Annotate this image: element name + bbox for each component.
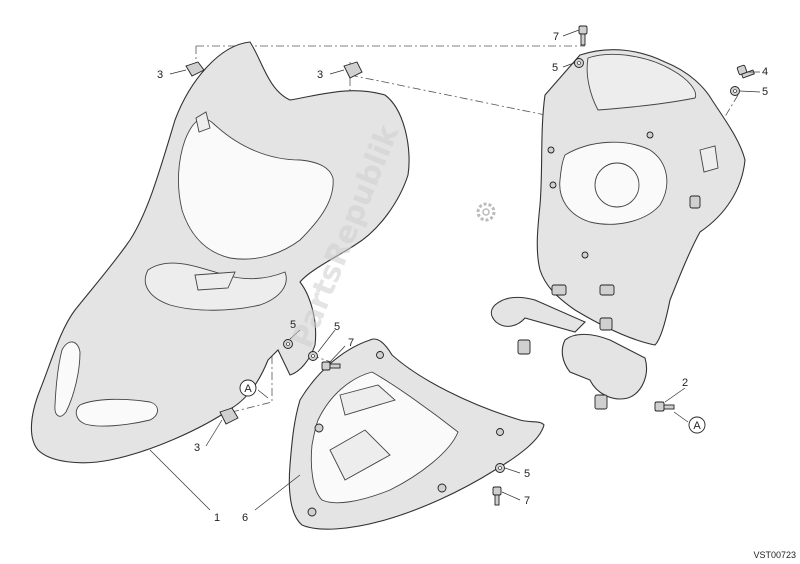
leader-5b bbox=[739, 90, 761, 93]
leader-7b bbox=[329, 345, 346, 363]
leader-5c bbox=[289, 329, 301, 340]
callout-1: 1 bbox=[214, 512, 220, 524]
leader-3b bbox=[329, 69, 345, 75]
washer-5-bottom bbox=[495, 463, 505, 473]
screw-7-bottom bbox=[492, 486, 502, 506]
leader-5e-top bbox=[317, 329, 336, 353]
callout-5-right: 5 bbox=[762, 86, 768, 98]
leader-2 bbox=[664, 387, 686, 403]
ref-a-left-circle bbox=[239, 379, 257, 397]
washer-5-right bbox=[730, 86, 740, 96]
leader-3a bbox=[169, 69, 187, 75]
leader-3c bbox=[205, 419, 223, 447]
gear-icon bbox=[476, 202, 496, 222]
fairing-part-1 bbox=[30, 41, 410, 464]
callout-7-center: 7 bbox=[348, 337, 354, 349]
callout-3-top-left: 3 bbox=[157, 69, 163, 81]
callout-6: 6 bbox=[242, 512, 248, 524]
screw-4-right bbox=[736, 64, 755, 79]
clip-3-top-left bbox=[185, 61, 205, 77]
clip-3-bottom bbox=[219, 407, 239, 425]
callout-3-bottom: 3 bbox=[194, 442, 200, 454]
callout-5-top: 5 bbox=[552, 62, 558, 74]
callout-3-top-mid: 3 bbox=[317, 69, 323, 81]
headlight-mount-arms bbox=[490, 296, 647, 410]
washer-5-left-mid bbox=[283, 339, 293, 349]
leader-5d bbox=[504, 467, 521, 474]
screw-7-center bbox=[321, 361, 341, 371]
callout-7-top: 7 bbox=[553, 31, 559, 43]
drawing-code: VST00723 bbox=[753, 550, 796, 560]
clip-3-top-mid bbox=[343, 61, 363, 79]
callout-7-bottom: 7 bbox=[524, 495, 530, 507]
leader-7a bbox=[562, 29, 580, 37]
callout-5-left: 5 bbox=[290, 319, 296, 331]
leader-7c bbox=[501, 491, 521, 501]
ref-a-right-circle bbox=[688, 416, 706, 434]
ref-a-left: A bbox=[244, 383, 252, 395]
lower-cowl-part-6 bbox=[288, 338, 545, 530]
callout-4: 4 bbox=[762, 66, 768, 78]
screw-7-top bbox=[578, 25, 588, 46]
ref-a-right: A bbox=[693, 420, 701, 432]
leader-1 bbox=[149, 449, 211, 511]
washer-5-center bbox=[308, 351, 318, 361]
screw-2-right bbox=[654, 401, 675, 412]
callout-5-center: 5 bbox=[334, 321, 340, 333]
arrow-to-ref-a-left bbox=[257, 389, 269, 399]
callout-5-bottom: 5 bbox=[524, 468, 530, 480]
leader-6 bbox=[254, 474, 301, 511]
fairing-bracket bbox=[536, 49, 746, 346]
leader-5a bbox=[562, 62, 575, 68]
callout-2: 2 bbox=[682, 377, 688, 389]
washer-5-top bbox=[574, 58, 584, 68]
arrow-to-ref-a-right bbox=[673, 411, 689, 423]
assembly-line-lower bbox=[231, 340, 273, 413]
